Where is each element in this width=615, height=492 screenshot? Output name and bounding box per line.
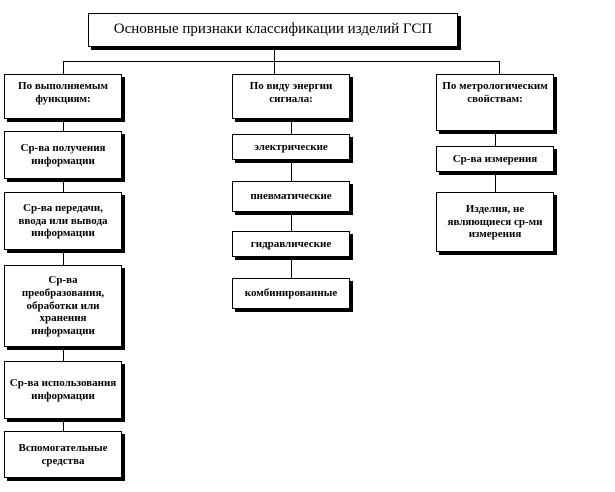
connector-line [63, 119, 64, 131]
connector-line [291, 160, 292, 181]
connector-line [291, 257, 292, 278]
connector-line [63, 250, 64, 265]
connector-line [291, 212, 292, 231]
energy-item: электрические [232, 134, 350, 160]
category-metrological: По метрологическим свойствам: [436, 74, 554, 131]
connector-line [63, 61, 499, 62]
energy-item: комбинированные [232, 278, 350, 309]
connector-line [499, 61, 500, 74]
diagram-title: Основные признаки классификации изделий … [88, 13, 458, 47]
function-item: Ср-ва получения информации [4, 131, 122, 179]
connector-line [63, 61, 64, 74]
connector-line [274, 47, 275, 74]
function-item: Вспомогательные средства [4, 431, 122, 478]
connector-line [291, 119, 292, 134]
connector-line [63, 419, 64, 431]
metrology-item: Ср-ва измерения [436, 146, 554, 172]
energy-item: пневматические [232, 181, 350, 212]
energy-item: гидравлические [232, 231, 350, 257]
category-signal-energy: По виду энергии сигнала: [232, 74, 350, 119]
metrology-item: Изделия, не являющиеся ср-ми измерения [436, 192, 554, 252]
category-functions: По выполняемым функциям: [4, 74, 122, 119]
function-item: Ср-ва использования информации [4, 361, 122, 419]
connector-line [495, 131, 496, 146]
function-item: Ср-ва преобразования, обработки или хран… [4, 265, 122, 347]
function-item: Ср-ва передачи, ввода или вывода информа… [4, 192, 122, 250]
connector-line [63, 179, 64, 192]
connector-line [495, 172, 496, 192]
connector-line [63, 347, 64, 361]
